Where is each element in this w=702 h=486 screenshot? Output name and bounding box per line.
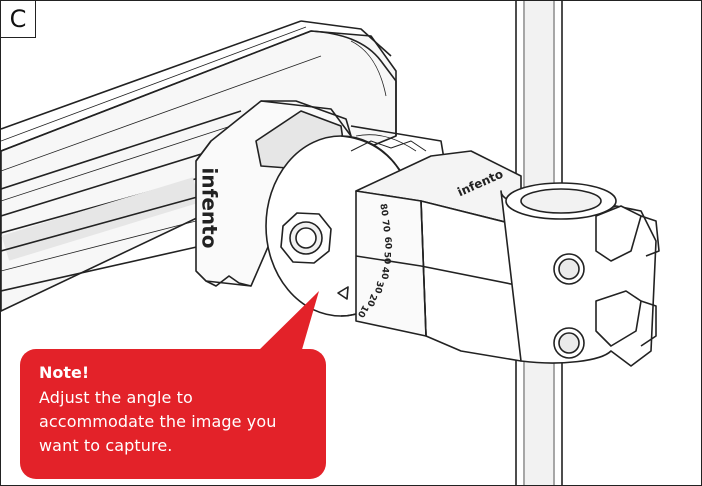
protractor-tick-label: 60 (381, 236, 393, 250)
tube-clamp (500, 182, 660, 367)
hex-nut (280, 212, 332, 264)
protractor-tick-label: 50 (381, 251, 392, 265)
clamp-block (355, 150, 522, 362)
note-callout: Note! Adjust the angle to accommodate th… (20, 349, 326, 479)
note-body: Adjust the angle to accommodate the imag… (39, 386, 312, 458)
protractor-tick-label: 80 (377, 202, 390, 218)
note-pointer (256, 291, 319, 353)
note-line: Adjust the angle to (39, 388, 193, 407)
note-line: want to capture. (39, 436, 173, 455)
step-label: C (1, 1, 36, 38)
note-title: Note! (39, 363, 90, 382)
brand-label-body: infento (197, 167, 222, 249)
protractor-tick-label: 40 (378, 266, 390, 280)
note-line: accommodate the image you (39, 412, 277, 431)
protractor-tick-label: 70 (379, 219, 392, 233)
